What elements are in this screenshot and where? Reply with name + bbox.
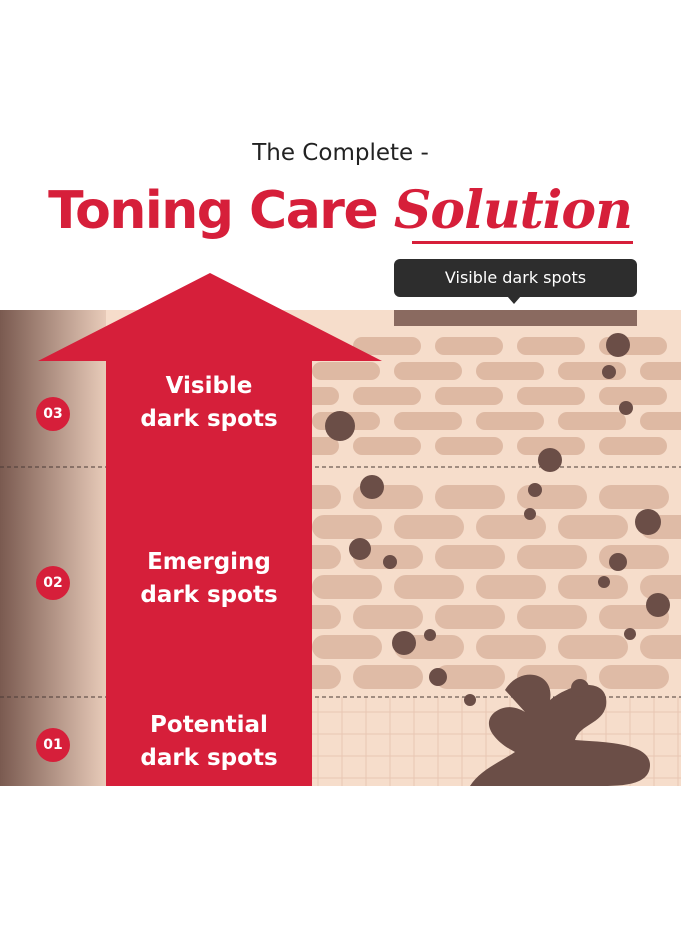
melanin-splash [470, 674, 650, 786]
level-label: Potential dark spots [106, 709, 312, 775]
skin-cell [640, 412, 681, 430]
skin-cell [517, 337, 585, 355]
header-title: Toning Care Solution [40, 180, 640, 250]
title-main: Toning Care [48, 181, 379, 241]
skin-cell [599, 485, 669, 509]
dark-spot [464, 694, 476, 706]
skin-cell [435, 665, 505, 689]
title-accent: Solution [393, 180, 633, 241]
skin-cell [312, 515, 382, 539]
dark-spot [360, 475, 384, 499]
skin-cell [517, 387, 585, 405]
skin-cell [640, 635, 681, 659]
skin-cell [394, 575, 464, 599]
skin-cell [558, 575, 628, 599]
dark-spot [528, 483, 542, 497]
level-label-line1: Potential [150, 712, 268, 738]
skin-cell [394, 412, 462, 430]
dark-spots [325, 333, 670, 706]
skin-cell [394, 515, 464, 539]
skin-cell [517, 437, 585, 455]
skin-cell [476, 362, 544, 380]
skin-cell [599, 545, 669, 569]
level-label: Emerging dark spots [106, 546, 312, 612]
skin-cell [435, 437, 503, 455]
skin-cell [435, 337, 503, 355]
skin-cell [353, 387, 421, 405]
dark-spot [624, 628, 636, 640]
skin-cell [558, 412, 626, 430]
skin-cell [312, 635, 382, 659]
skin-surface-strip [394, 310, 637, 326]
skin-cell [435, 605, 505, 629]
dark-spot [349, 538, 371, 560]
skin-cell-bricks [271, 337, 681, 689]
callout-bubble: Visible dark spots [394, 259, 637, 297]
dark-spot [635, 509, 661, 535]
skin-cell [558, 515, 628, 539]
dark-spot [598, 576, 610, 588]
dark-spot [646, 593, 670, 617]
dark-spot [609, 553, 627, 571]
level-badge: 01 [36, 728, 70, 762]
skin-cell [435, 485, 505, 509]
skin-cell [476, 575, 546, 599]
skin-cell [476, 412, 544, 430]
dark-spot [392, 631, 416, 655]
skin-cell [476, 515, 546, 539]
skin-cell [353, 665, 423, 689]
dark-spot [538, 448, 562, 472]
skin-cell [435, 387, 503, 405]
skin-cell [394, 362, 462, 380]
skin-cell [312, 362, 380, 380]
level-badge: 03 [36, 397, 70, 431]
skin-cell [599, 387, 667, 405]
level-label-line2: dark spots [140, 406, 278, 432]
skin-cell [476, 635, 546, 659]
skin-cell [599, 665, 669, 689]
dark-spot [606, 333, 630, 357]
skin-cell [435, 545, 505, 569]
dark-spot [383, 555, 397, 569]
skin-cell [353, 337, 421, 355]
level-label-line1: Visible [165, 373, 253, 399]
skin-cell [517, 485, 587, 509]
dark-spot [571, 679, 589, 697]
skin-left-shadow [0, 310, 106, 786]
dark-spot [602, 365, 616, 379]
level-label-line1: Emerging [147, 549, 271, 575]
skin-cell [517, 545, 587, 569]
skin-cell [353, 437, 421, 455]
dark-spot [325, 411, 355, 441]
level-badge: 02 [36, 566, 70, 600]
level-label-line2: dark spots [140, 745, 278, 771]
skin-cell [599, 437, 667, 455]
level-label: Visible dark spots [106, 370, 312, 436]
title-underline [412, 241, 633, 244]
skin-cell [517, 605, 587, 629]
dark-spot [524, 508, 536, 520]
dark-spot [429, 668, 447, 686]
dark-spot [424, 629, 436, 641]
skin-cell [558, 635, 628, 659]
upward-arrow [38, 273, 382, 786]
level-label-line2: dark spots [140, 582, 278, 608]
skin-cell [640, 362, 681, 380]
skin-cell [312, 575, 382, 599]
skin-cell [640, 575, 681, 599]
callout-pointer [507, 296, 521, 304]
dark-spot [619, 401, 633, 415]
skin-cell [353, 605, 423, 629]
header-subtitle: The Complete - [252, 140, 429, 166]
